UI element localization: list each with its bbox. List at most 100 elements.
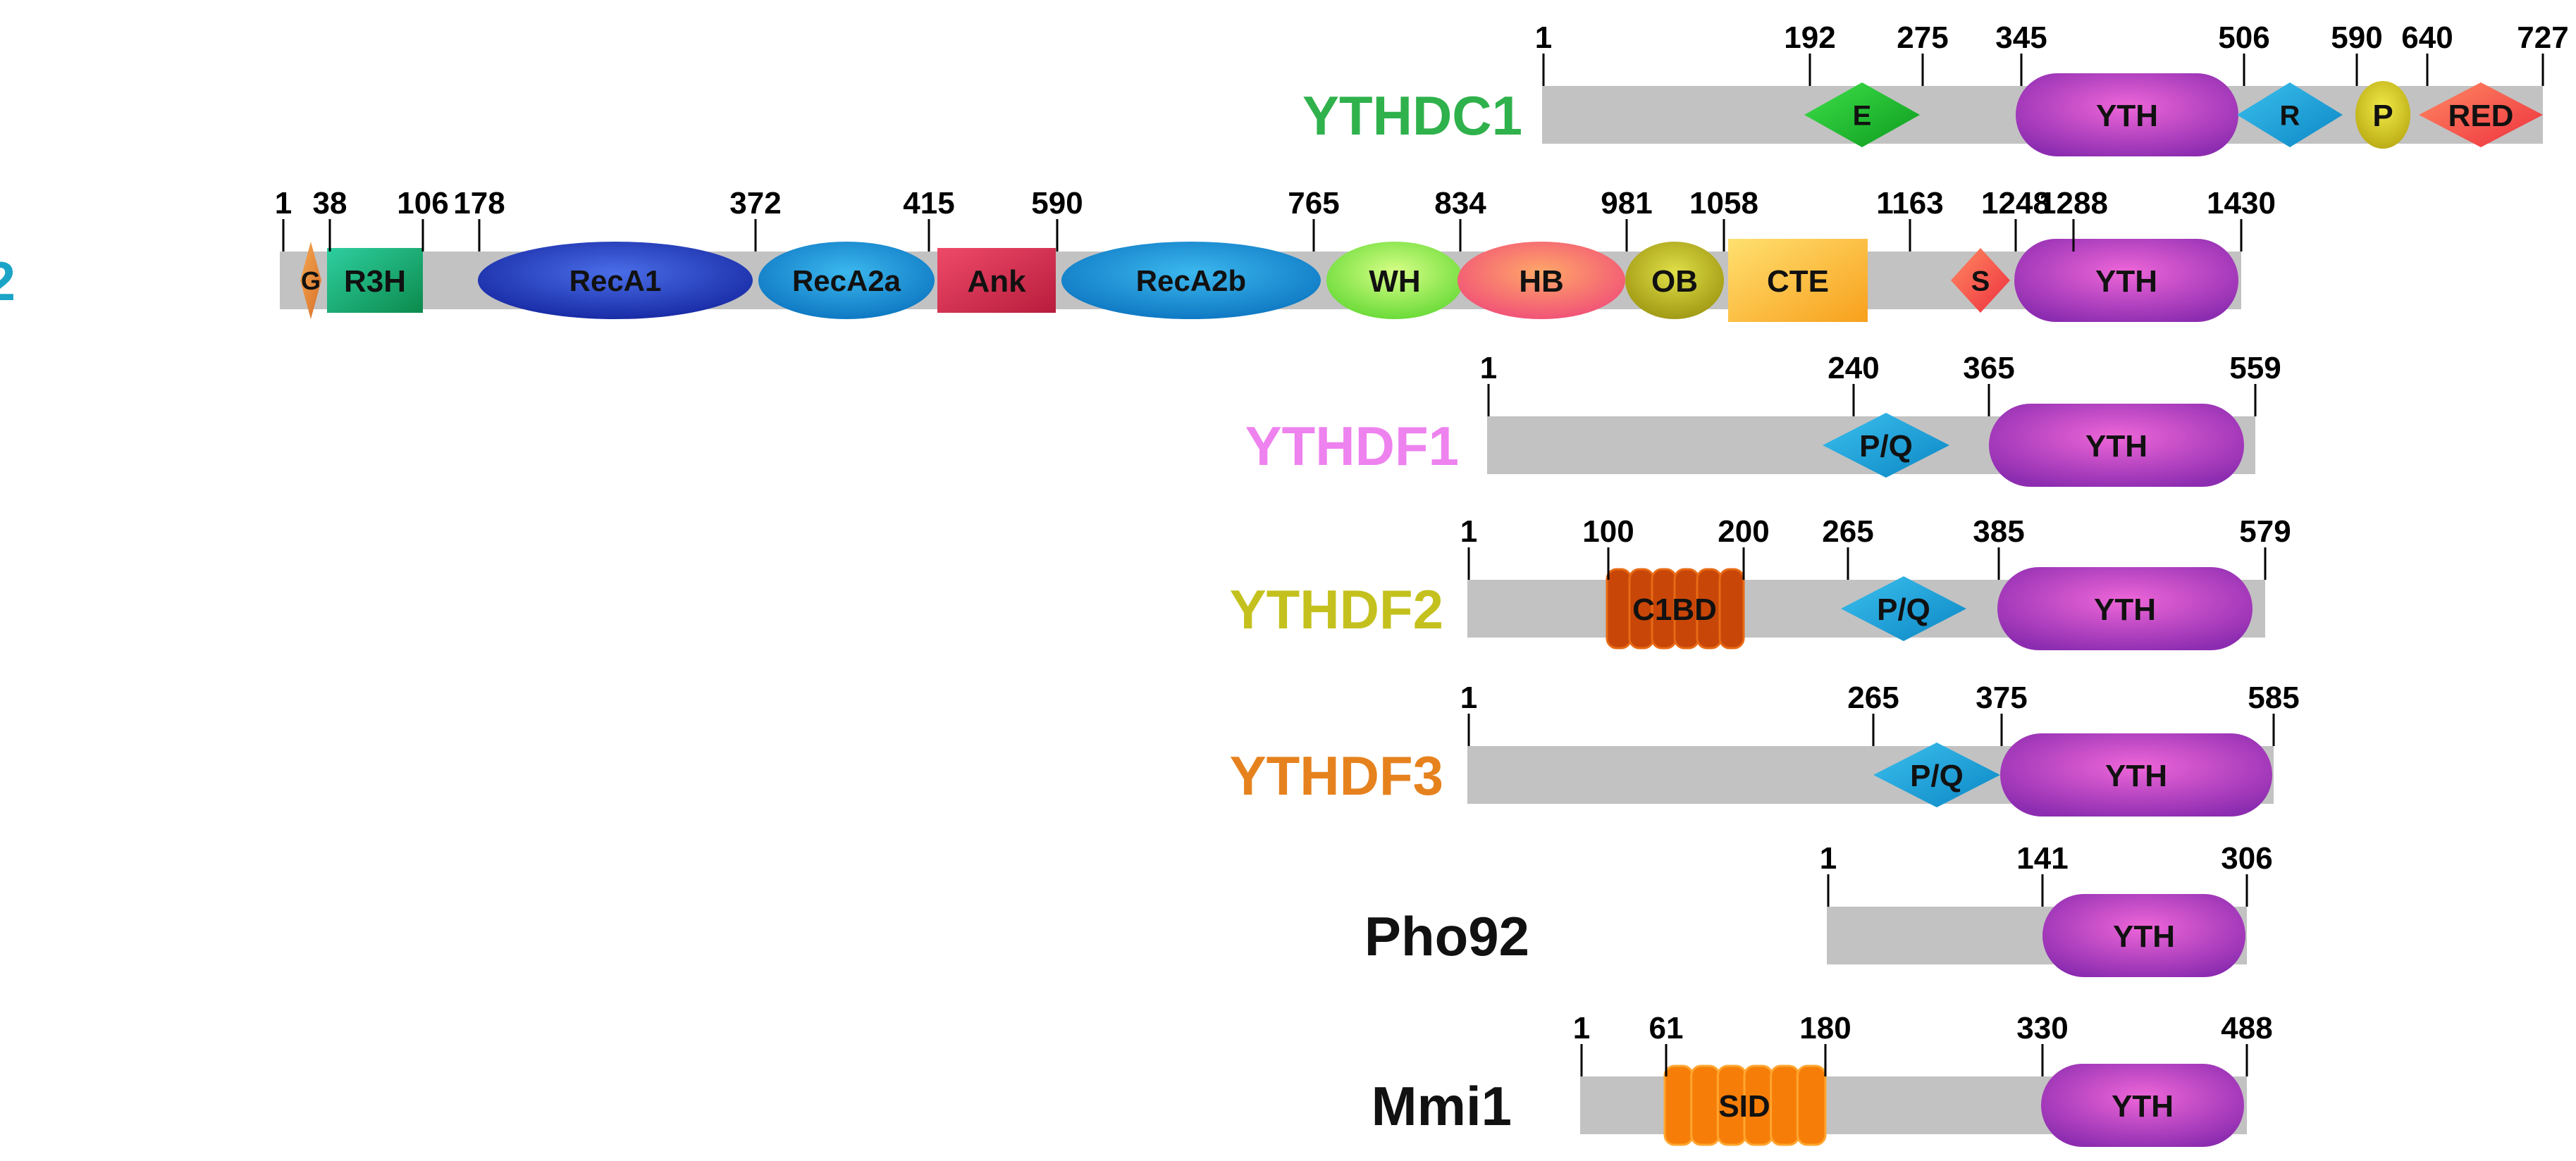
ythdc2-domain-label: RecA2b <box>1136 264 1246 297</box>
mmi1-domain-segment <box>1663 1064 1694 1146</box>
ythdf2-tick-label: 385 <box>1973 514 2024 549</box>
pho92-name-label: Pho92 <box>1364 905 1529 967</box>
ythdc1-tick-label: 506 <box>2218 20 2269 55</box>
ythdf2-name-label: YTHDF2 <box>1230 578 1443 640</box>
ythdf2-domain-label: YTH <box>2094 592 2156 627</box>
ythdf1-tick-label: 1 <box>1480 351 1497 385</box>
ythdc2-domain-hb <box>1458 242 1625 319</box>
ythdc2-tick-label: 834 <box>1434 186 1486 221</box>
ythdf1-tick-label: 365 <box>1963 351 2014 385</box>
pho92-domain-label: YTH <box>2113 919 2175 954</box>
ythdf2-domain-label: P/Q <box>1877 592 1930 627</box>
ythdf3-domain-label: P/Q <box>1910 759 1964 793</box>
ythdc2-domain-s <box>1951 248 2010 313</box>
ythdc2-domain-label: YTH <box>2095 264 2157 299</box>
ythdc2-tick-label: 106 <box>397 186 448 221</box>
ythdf3-name-label: YTHDF3 <box>1230 745 1443 807</box>
pho92-tick-label: 306 <box>2221 841 2272 876</box>
ythdc1-tick-label: 192 <box>1784 20 1835 55</box>
ythdc2-tick-label: 590 <box>1031 186 1083 221</box>
mmi1-tick-label: 61 <box>1649 1011 1684 1045</box>
mmi1-domain-segment <box>1690 1064 1720 1146</box>
ythdc2-domain-wh <box>1326 242 1463 319</box>
ythdc2-tick-label: 372 <box>729 186 781 221</box>
ythdc2-domain-yth <box>2014 239 2238 322</box>
ythdc1-domain-label: YTH <box>2096 99 2158 133</box>
ythdc2-tick-label: 415 <box>903 186 954 221</box>
ythdc2-tick-label: 765 <box>1288 186 1339 221</box>
ythdc2-domain-label: R3H <box>344 264 406 299</box>
ythdc2-tick-label: 1248 <box>1981 186 2050 221</box>
ythdf1-domain-p-q <box>1823 413 1949 478</box>
mmi1-domain-segment <box>1796 1064 1827 1146</box>
mmi1-tick-label: 330 <box>2016 1011 2068 1045</box>
ythdc2-tick-label: 981 <box>1601 186 1652 221</box>
ythdc2-domain-reca2b <box>1061 242 1321 319</box>
mmi1-domain-yth <box>2041 1064 2244 1147</box>
ythdf2-tick-label: 265 <box>1822 514 1873 549</box>
ythdc1-tick-label: 640 <box>2401 20 2453 55</box>
ythdf3-tick-label: 265 <box>1847 681 1899 715</box>
ythdc2-tick-label: 1430 <box>2207 186 2276 221</box>
ythdf1-name-label: YTHDF1 <box>1245 415 1459 477</box>
ythdf2-tick-label: 579 <box>2239 514 2291 549</box>
ythdc2-tick-label: 178 <box>453 186 505 221</box>
ythdc1-domain-label: P <box>2372 99 2393 133</box>
ythdc2-tick-label: 38 <box>313 186 347 221</box>
ythdf1-tick-label: 559 <box>2229 351 2281 385</box>
ythdc1-tick-label: 1 <box>1535 20 1552 55</box>
ythdf2-domain-segment <box>1718 568 1745 650</box>
ythdc1-tick-label: 275 <box>1897 20 1948 55</box>
mmi1-tick-label: 488 <box>2221 1011 2272 1045</box>
mmi1-domain-sid <box>1663 1064 1827 1146</box>
ythdc1-domain-label: E <box>1853 100 1872 131</box>
ythdf3-tick-label: 375 <box>1976 681 2027 715</box>
ythdc2-name-label: YTHDC2 <box>0 250 16 312</box>
mmi1-tick-label: 1 <box>1573 1011 1590 1045</box>
ythdf1-tick-label: 240 <box>1828 351 1879 385</box>
ythdf3-tick-label: 1 <box>1460 681 1477 715</box>
protein-labels: YTHDC1YTHDC2YTHDF1YTHDF2YTHDF3Pho92Mmi1 <box>0 85 1529 1137</box>
mmi1-domain-segment <box>1770 1064 1800 1146</box>
ythdc2-domain-ank <box>937 248 1056 313</box>
ythdc2-tick-label: 1058 <box>1689 186 1758 221</box>
pho92-tick-label: 1 <box>1820 841 1837 876</box>
ythdc1-domain-label: RED <box>2448 99 2514 133</box>
ythdf2-domain-segment <box>1606 568 1632 650</box>
ythdc2-domain-label: Ank <box>967 264 1026 299</box>
ythdf2-domain-p-q <box>1841 576 1966 641</box>
mmi1-domain-label: SID <box>1718 1089 1770 1124</box>
ythdc1-domain-r <box>2237 82 2343 147</box>
mmi1-tick-label: 180 <box>1799 1011 1851 1045</box>
ythdc2-domain-label: CTE <box>1767 264 1829 299</box>
ythdc2-domain-label: RecA2a <box>792 264 901 297</box>
ythdc2-tick-label: 1288 <box>2039 186 2108 221</box>
ythdc1-domain-label: R <box>2280 100 2300 131</box>
ythdc2-domain-label: RecA1 <box>569 264 662 297</box>
mmi1-domain-label: YTH <box>2112 1089 2174 1124</box>
ythdc2-tick-label: 1 <box>275 186 292 221</box>
pho92-tick-label: 141 <box>2016 841 2068 876</box>
ythdc2-domain-cte <box>1728 239 1868 322</box>
ythdc2-domain-label: S <box>1971 266 1990 297</box>
ythdf3-tick-label: 585 <box>2248 681 2299 715</box>
ythdf3-domain-yth <box>2000 733 2272 817</box>
ythdc1-domain-yth <box>2016 73 2238 156</box>
ythdf1-domain-label: YTH <box>2085 429 2147 464</box>
ythdc1-domain-p <box>2355 81 2410 149</box>
ythdf3-domain-label: YTH <box>2105 759 2167 793</box>
ythdc1-tick-label: 345 <box>1995 20 2047 55</box>
mmi1-name-label: Mmi1 <box>1372 1075 1512 1137</box>
ythdc2-domain-reca2a <box>758 242 935 319</box>
ythdc2-domain-g <box>300 242 321 319</box>
ythdf2-domain-c1bd <box>1606 568 1745 650</box>
ythdc1-domain-e <box>1804 82 1920 147</box>
ythdf2-domain-yth <box>1997 567 2253 650</box>
ythdf2-tick-label: 100 <box>1582 514 1634 549</box>
ythdc1-name-label: YTHDC1 <box>1302 85 1522 147</box>
ythdf2-tick-label: 200 <box>1718 514 1769 549</box>
ythdc2-domain-label: G <box>301 266 321 295</box>
ythdc1-domain-red <box>2419 82 2543 147</box>
ythdf3-domain-p-q <box>1873 743 2000 807</box>
